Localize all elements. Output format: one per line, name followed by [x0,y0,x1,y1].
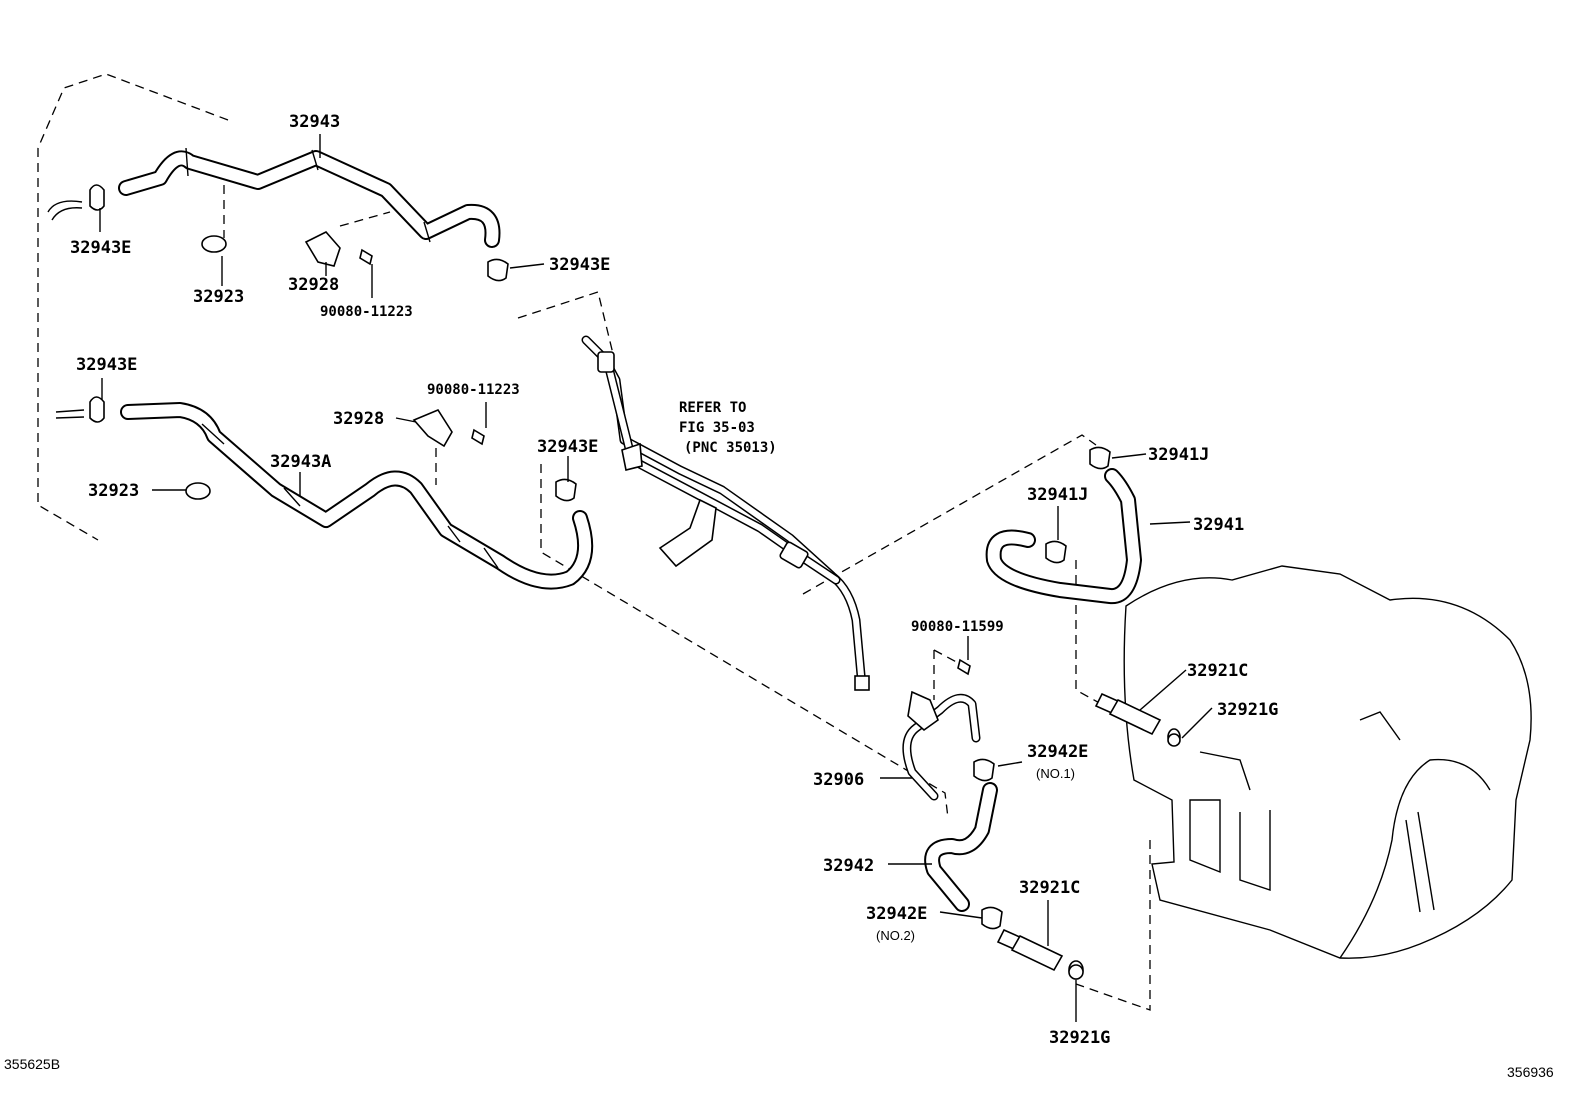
label-clip-mid: 32923 [88,481,139,501]
label-clamp-tl: 32943E [70,238,131,258]
label-clamp-no2-note: (NO.2) [876,928,915,943]
label-clamp-right-top: 32941J [1148,445,1209,465]
label-hose-right: 32941 [1193,515,1244,535]
hose-32943A [120,402,594,590]
bracket-icon [304,231,341,267]
label-fitting-lower: 32921C [1019,878,1080,898]
label-bracket-mid: 32928 [333,409,384,429]
label-clamp-top-right: 32943E [549,255,610,275]
clamp-icon [973,758,995,782]
bolt-icon [471,428,485,446]
metal-pipe-assembly [581,335,870,691]
label-clamp-mid-right: 32943E [537,437,598,457]
label-hose-low: 32942 [823,856,874,876]
clip-icon [201,235,227,253]
hose-stubs-left [47,200,85,419]
clamp-icon [89,184,105,211]
pipe-32906 [902,690,981,801]
clamp-icon [487,258,509,282]
label-pipe-low: 32906 [813,770,864,790]
code-left: 355625B [4,1056,60,1072]
reference-line-2: FIG 35-03 [679,420,755,436]
reference-line-3: (PNC 35013) [684,440,777,456]
label-top-hose: 32943 [289,112,340,132]
label-bolt-mid: 90080-11223 [427,382,520,398]
oring-icon [1167,733,1181,747]
clamp-icon [555,478,577,502]
part-labels: 32943 32943E 32923 32928 90080-11223 329… [70,112,1278,1048]
label-bracket-top: 32928 [288,275,339,295]
label-clamp-no2: 32942E [866,904,927,924]
transmission-housing [1123,565,1532,959]
clamp-icon [89,396,105,423]
clamp-icons [89,184,1181,980]
label-clamp-right-mid: 32941J [1027,485,1088,505]
assembly-outline [37,73,1151,1011]
label-clamp-ml: 32943E [76,355,137,375]
label-oring-upper: 32921G [1217,700,1278,720]
label-bolt-top: 90080-11223 [320,304,413,320]
label-clamp-no1-note: (NO.1) [1036,766,1075,781]
bolt-icon [957,658,971,676]
hose-32941 [985,468,1142,605]
leader-lines [99,134,1213,1022]
label-bolt-low: 90080-11599 [911,619,1004,635]
label-clamp-no1: 32942E [1027,742,1088,762]
reference-note: REFER TO FIG 35-03 (PNC 35013) [679,400,777,456]
clamp-icon [1089,446,1111,470]
clip-icon [185,482,211,500]
label-oring-lower: 32921G [1049,1028,1110,1048]
code-right: 356936 [1507,1064,1554,1080]
bolt-icon [359,248,373,266]
hose-32943 [118,147,501,248]
bracket-icon [412,409,453,448]
clamp-icon [981,906,1003,930]
oring-icon [1068,964,1084,980]
fitting-upper [1094,692,1181,746]
label-clip-top: 32923 [193,287,244,307]
label-fitting-upper: 32921C [1187,661,1248,681]
hose-32942 [924,782,998,912]
clamp-icon [1045,540,1067,564]
reference-line-1: REFER TO [679,400,746,416]
label-mid-hose: 32943A [270,452,331,472]
